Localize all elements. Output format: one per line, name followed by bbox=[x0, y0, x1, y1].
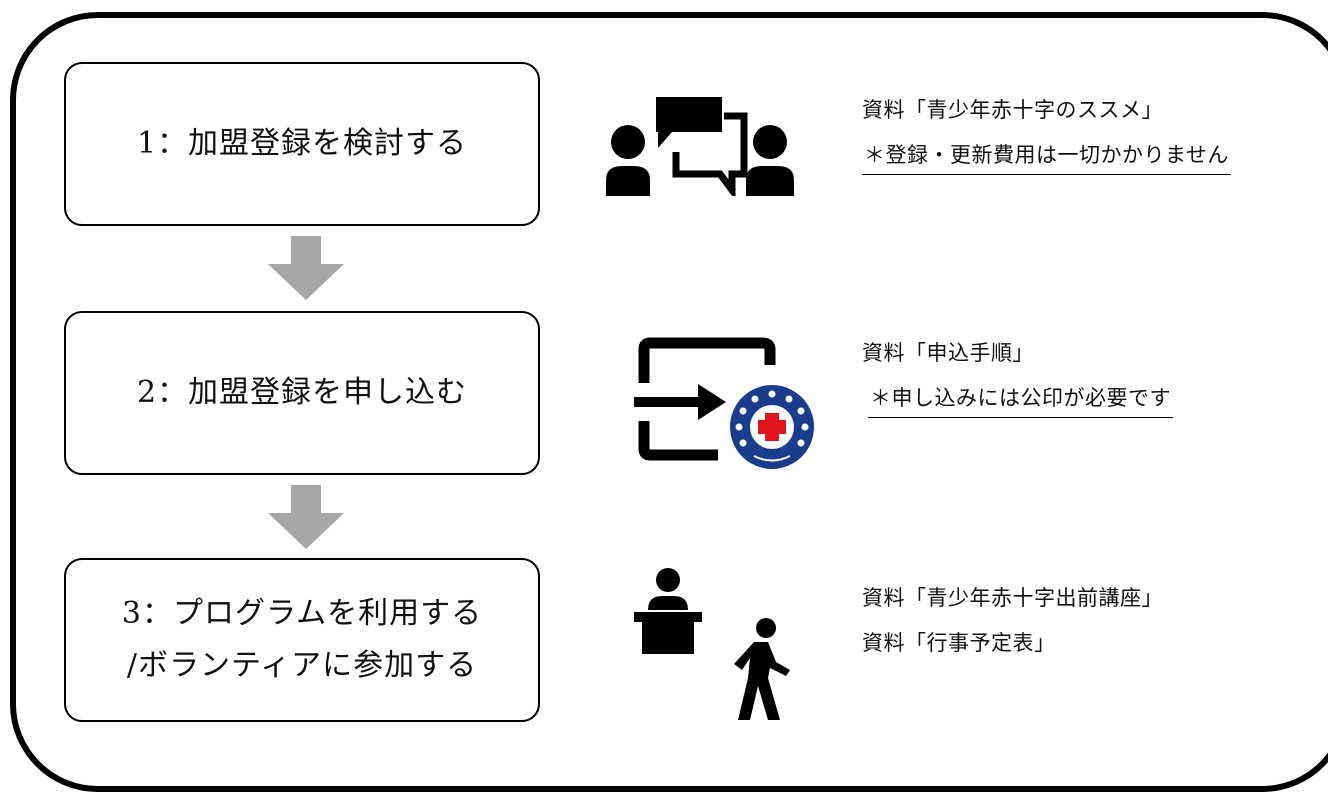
step-2-doc: 資料「申込手順」 bbox=[862, 341, 1034, 365]
down-arrow-2 bbox=[268, 485, 344, 549]
step-1-doc: 資料「青少年赤十字のススメ」 bbox=[862, 98, 1163, 122]
step-2-box: 2：加盟登録を申し込む bbox=[64, 311, 540, 475]
step-1-notes: 資料「青少年赤十字のススメ」 ＊登録・更新費用は一切かかりません bbox=[862, 88, 1231, 178]
red-cross-badge-icon bbox=[727, 382, 817, 472]
step-3-doc-1: 資料「青少年赤十字出前講座」 bbox=[862, 586, 1163, 610]
down-arrow-1 bbox=[268, 236, 344, 300]
enter-registration-icon bbox=[634, 337, 817, 472]
step-3-label-line2: /ボランティアに参加する bbox=[126, 648, 478, 683]
step-2-notes: 資料「申込手順」 ＊申し込みには公印が必要です bbox=[862, 331, 1173, 421]
step-1-box: 1：加盟登録を検討する bbox=[64, 62, 540, 226]
step-2-remark: ＊申し込みには公印が必要です bbox=[868, 379, 1173, 418]
step-1-remark: ＊登録・更新費用は一切かかりません bbox=[862, 136, 1231, 175]
step-3-notes: 資料「青少年赤十字出前講座」 資料「行事予定表」 bbox=[862, 576, 1163, 666]
step-3-label-line1: 3：プログラムを利用する bbox=[121, 596, 483, 631]
lecture-attend-icon bbox=[634, 568, 790, 720]
step-3-doc-2: 資料「行事予定表」 bbox=[862, 631, 1056, 655]
step-1-label: 1：加盟登録を検討する bbox=[136, 126, 468, 161]
discussion-icon bbox=[606, 97, 794, 196]
step-3-box: 3：プログラムを利用する /ボランティアに参加する bbox=[64, 558, 540, 722]
step-2-label: 2：加盟登録を申し込む bbox=[136, 375, 468, 410]
